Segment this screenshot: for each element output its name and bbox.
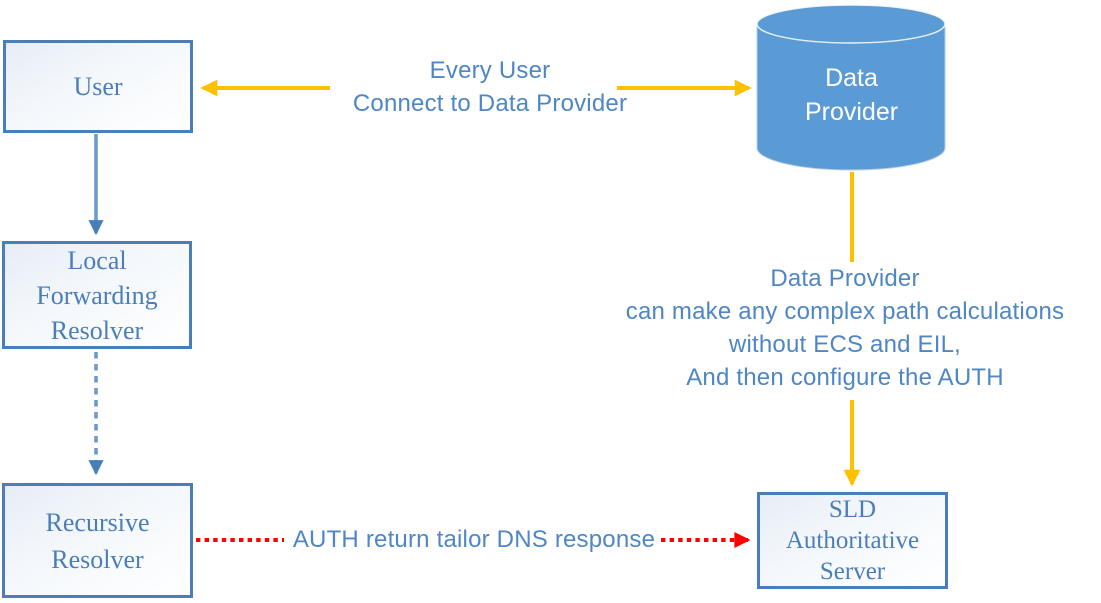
node-data-provider-label: Data Provider — [804, 64, 899, 126]
node-user: User — [3, 40, 193, 133]
node-recursive-resolver: Recursive Resolver — [2, 483, 193, 598]
node-local-forwarding-resolver: Local Forwarding Resolver — [2, 241, 192, 349]
edge-label-data-provider-configure-auth: Data Provider can make any complex path … — [625, 265, 1065, 391]
edge-label-auth-return-tailor-response: AUTH return tailor DNS response — [292, 526, 656, 553]
node-sld-authoritative-server: SLD Authoritative Server — [757, 492, 948, 589]
edge-label-every-user-connect: Every User Connect to Data Provider — [352, 57, 628, 117]
